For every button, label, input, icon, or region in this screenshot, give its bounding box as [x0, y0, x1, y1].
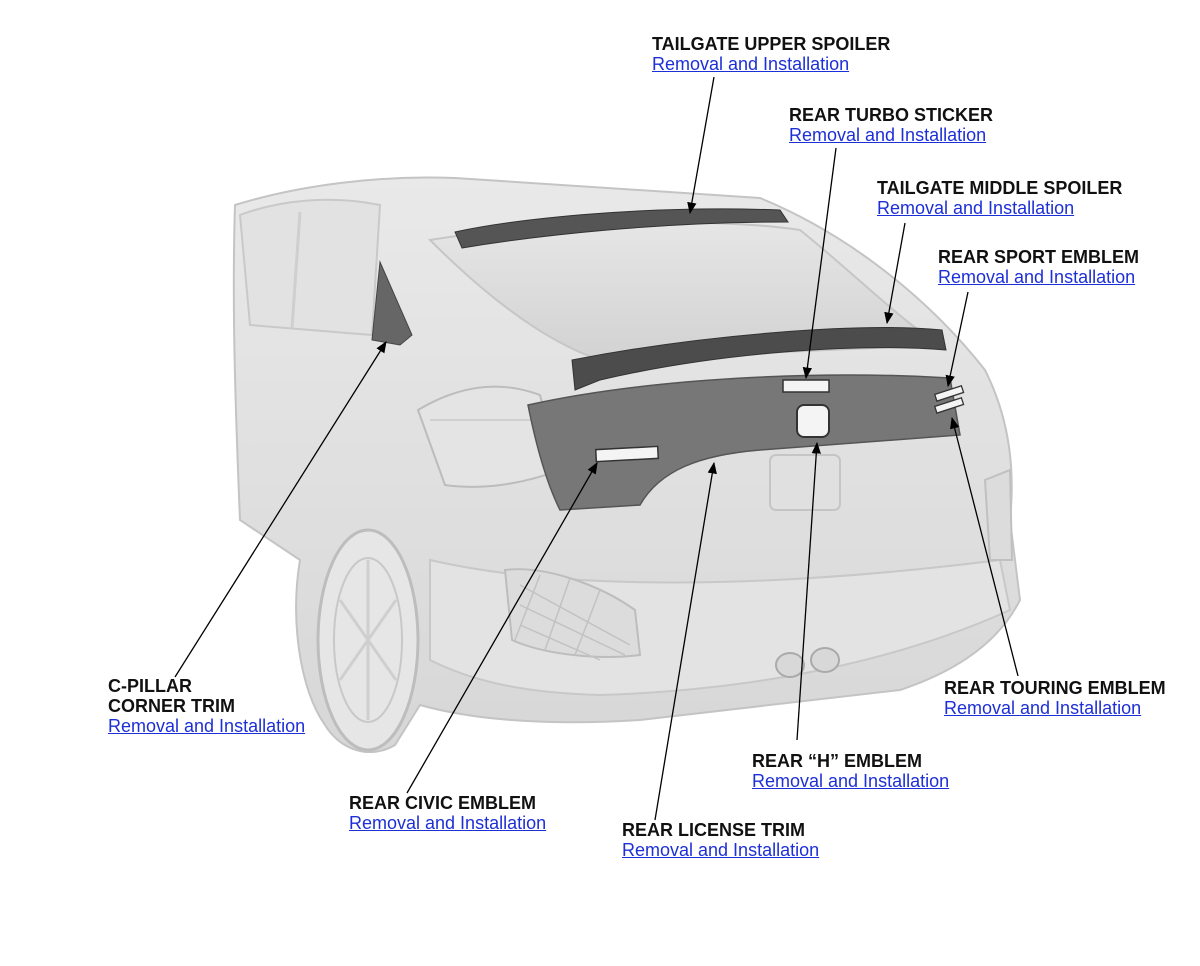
callout-title: TAILGATE MIDDLE SPOILER	[877, 178, 1123, 198]
callout-rear-civic-emblem: REAR CIVIC EMBLEM Removal and Installati…	[349, 793, 546, 833]
callout-title-line2: CORNER TRIM	[108, 696, 235, 716]
callout-title: TAILGATE UPPER SPOILER	[652, 34, 891, 54]
removal-installation-link[interactable]: Removal and Installation	[877, 198, 1075, 218]
callout-title: REAR CIVIC EMBLEM	[349, 793, 537, 813]
removal-installation-link[interactable]: Removal and Installation	[622, 840, 820, 860]
leader-lines	[174, 76, 1019, 821]
callout-title: REAR TURBO STICKER	[789, 105, 994, 125]
callout-rear-sport-emblem: REAR SPORT EMBLEM Removal and Installati…	[938, 247, 1139, 287]
removal-installation-link[interactable]: Removal and Installation	[944, 698, 1142, 718]
tailgate-upper-spoiler-part	[454, 208, 789, 249]
callout-title: REAR “H” EMBLEM	[752, 751, 922, 771]
callout-title: C-PILLAR	[108, 676, 192, 696]
rear-h-emblem-part	[796, 404, 830, 438]
removal-installation-link[interactable]: Removal and Installation	[108, 716, 306, 736]
callout-rear-h-emblem: REAR “H” EMBLEM Removal and Installation	[752, 751, 949, 791]
tailgate-middle-spoiler-part	[571, 327, 947, 391]
rear-license-trim-part	[527, 374, 961, 511]
callout-rear-turbo-sticker: REAR TURBO STICKER Removal and Installat…	[789, 105, 993, 145]
callout-c-pillar-corner-trim: C-PILLAR CORNER TRIM Removal and Install…	[108, 676, 305, 736]
removal-installation-link[interactable]: Removal and Installation	[938, 267, 1136, 287]
rear-turbo-sticker-part	[782, 379, 830, 393]
callout-tailgate-middle-spoiler: TAILGATE MIDDLE SPOILER Removal and Inst…	[877, 178, 1122, 218]
callout-title: REAR TOURING EMBLEM	[944, 678, 1166, 698]
callout-title: REAR LICENSE TRIM	[622, 820, 806, 840]
callout-rear-touring-emblem: REAR TOURING EMBLEM Removal and Installa…	[944, 678, 1166, 718]
callout-tailgate-upper-spoiler: TAILGATE UPPER SPOILER Removal and Insta…	[652, 34, 890, 74]
removal-installation-link[interactable]: Removal and Installation	[349, 813, 547, 833]
rear-sport-touring-emblem-parts	[933, 385, 965, 414]
callout-title: REAR SPORT EMBLEM	[938, 247, 1140, 267]
callout-rear-license-trim: REAR LICENSE TRIM Removal and Installati…	[622, 820, 819, 860]
rear-civic-emblem-part	[594, 445, 660, 463]
removal-installation-link[interactable]: Removal and Installation	[789, 125, 987, 145]
removal-installation-link[interactable]: Removal and Installation	[652, 54, 850, 74]
removal-installation-link[interactable]: Removal and Installation	[752, 771, 950, 791]
